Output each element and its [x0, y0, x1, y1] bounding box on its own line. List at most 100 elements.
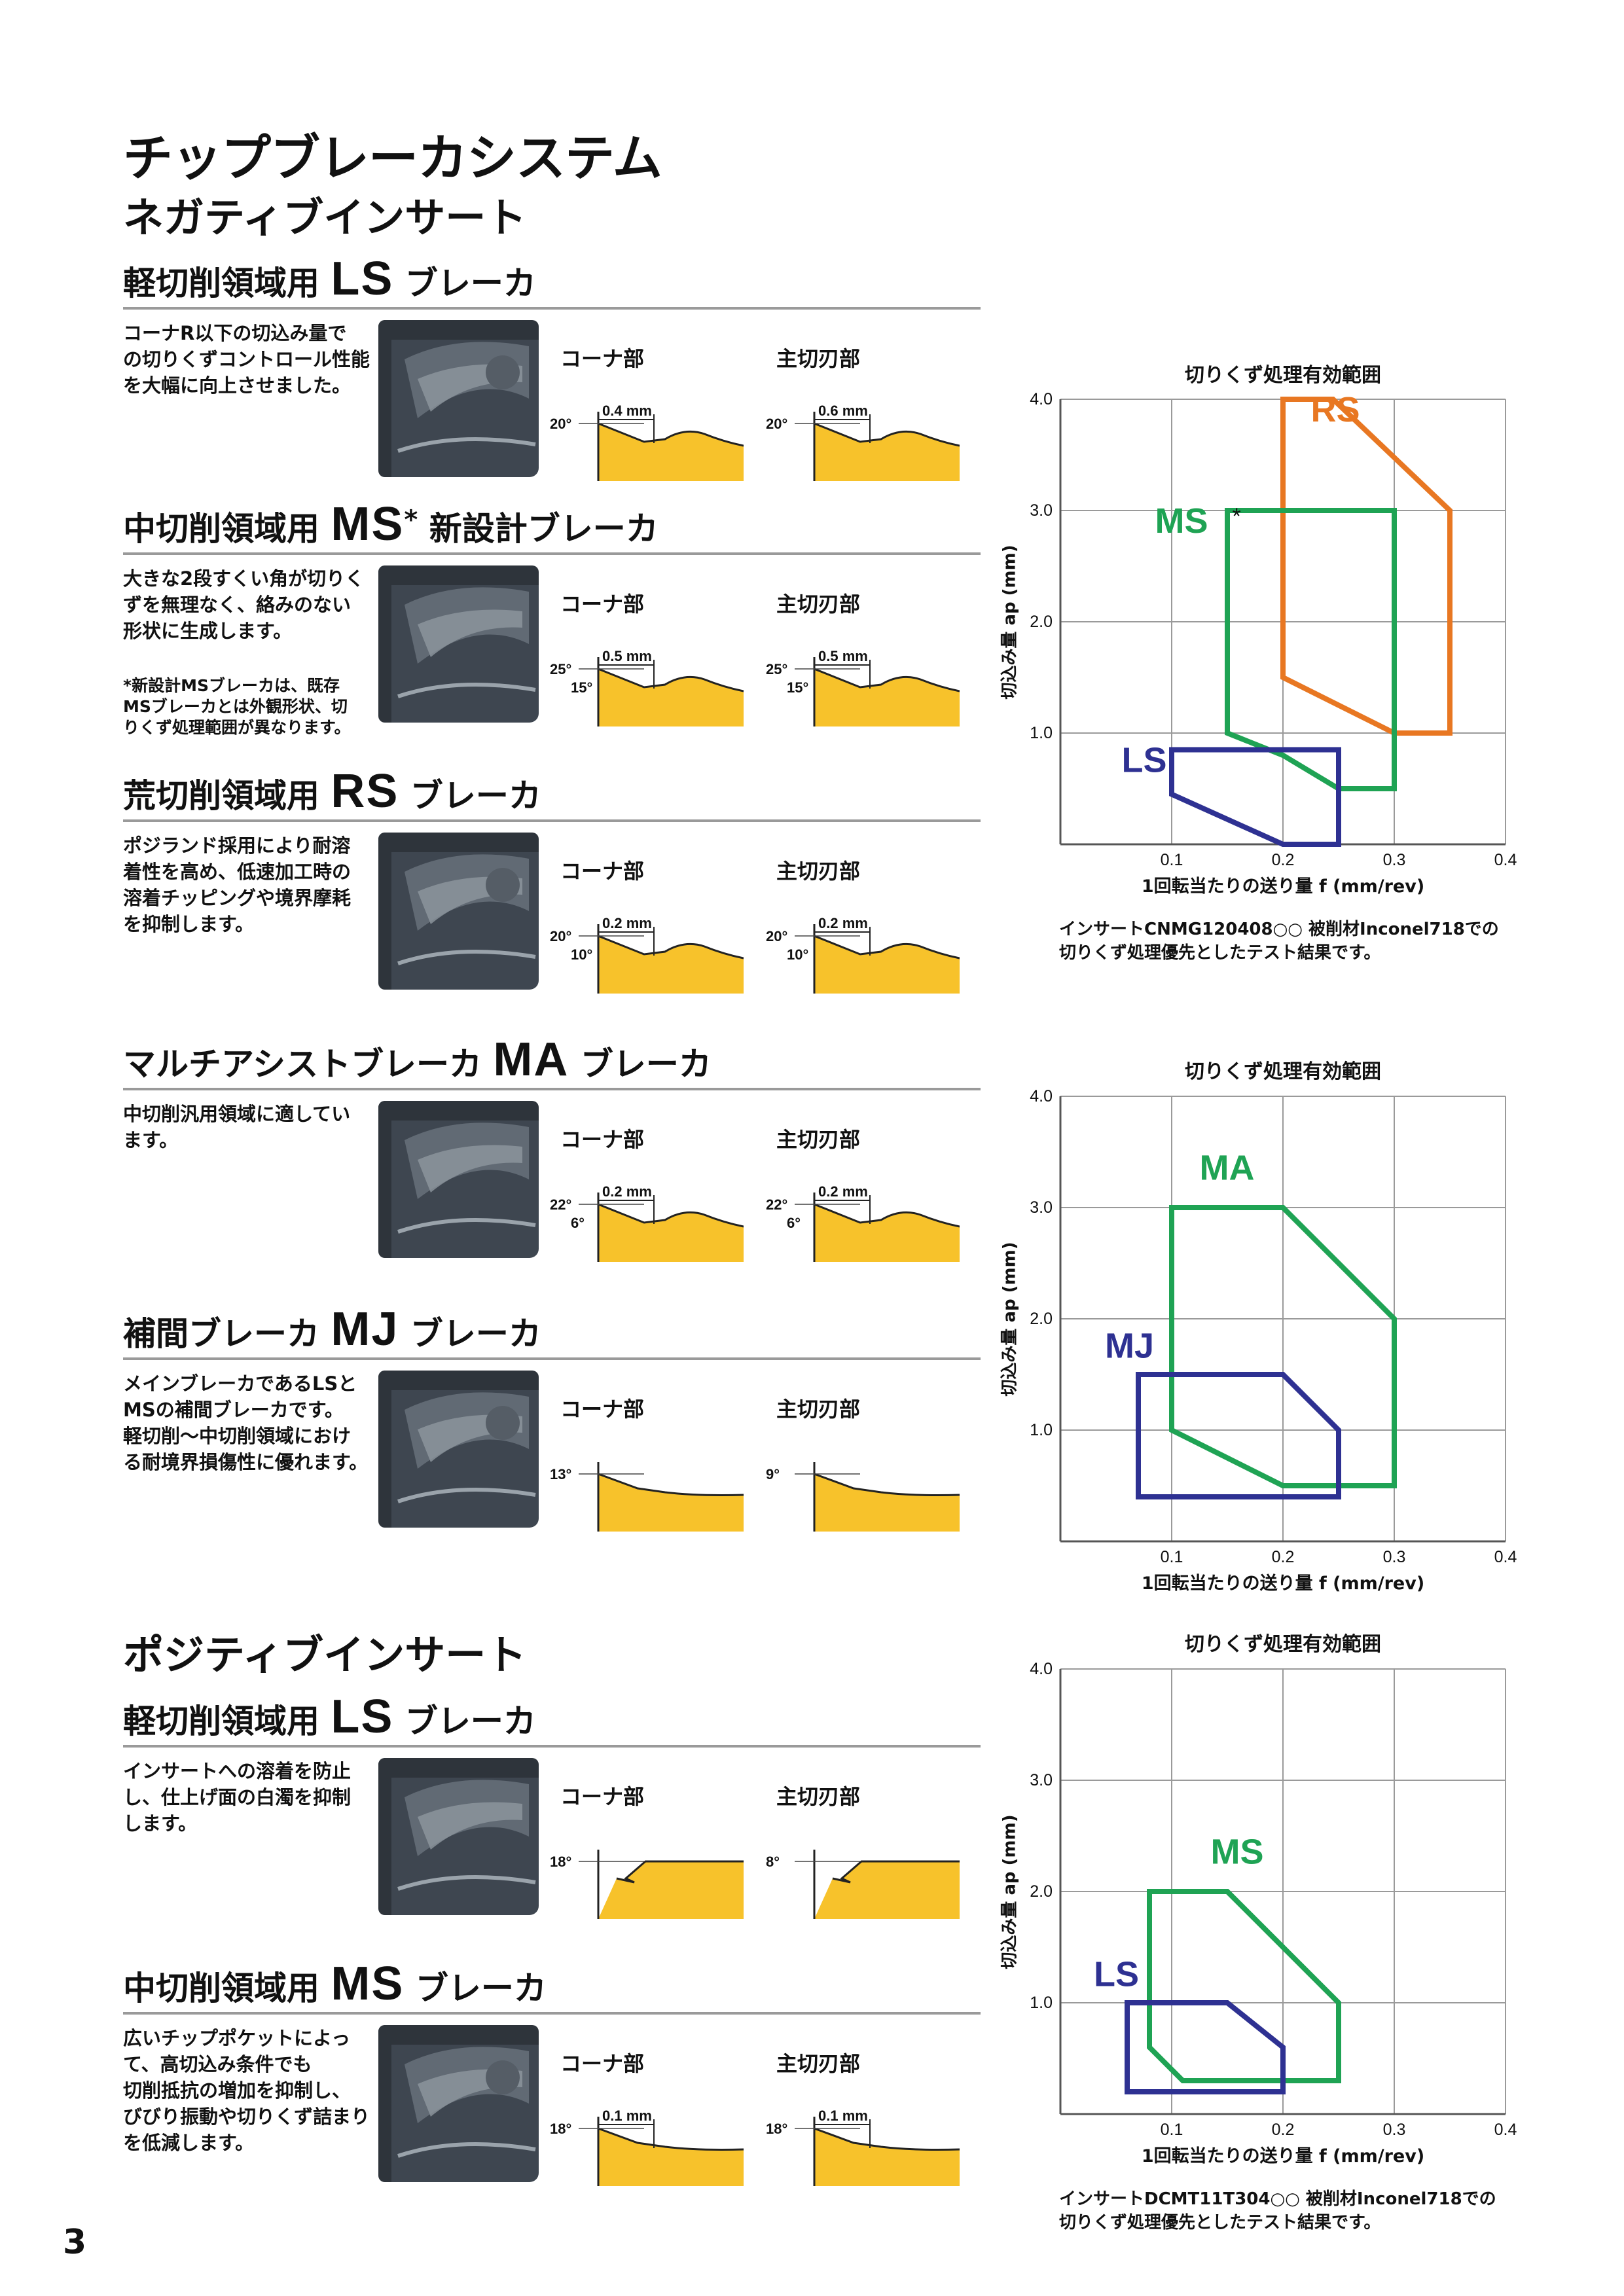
corner-profile-diagram: 13° [547, 1440, 744, 1532]
section-title: マルチアシストブレーカ MA ブレーカ [123, 1033, 712, 1086]
section-pos-ls: 軽切削領域用 LS ブレーカインサートへの溶着を防止し、仕上げ面の白濁を抑制しま… [123, 1690, 981, 1939]
profile-label: コーナ部 [560, 1784, 645, 1809]
section-title: 荒切削領域用 RS ブレーカ [123, 764, 541, 818]
section-title: 補間ブレーカ MJ ブレーカ [123, 1302, 541, 1356]
series-ls-region [1169, 747, 1341, 847]
chart-title: 切りくず処理有効範囲 [1185, 364, 1381, 387]
x-tick-label: 0.3 [1382, 1548, 1406, 1566]
x-tick-label: 0.4 [1494, 851, 1517, 869]
x-axis-label: 1回転当たりの送り量 f (mm/rev) [1141, 1573, 1425, 1594]
series-ms-region [1225, 508, 1397, 791]
land-angle-label: 10° [787, 946, 808, 963]
corner-profile-diagram: 18° [547, 1827, 744, 1919]
insert-photo [378, 1758, 539, 1915]
description-line: 広いチップポケットによっ [123, 2027, 351, 2049]
page-subtitle: ネガティブインサート [123, 194, 527, 242]
section-description: 中切削汎用領域に適しています。 [123, 1101, 372, 1153]
y-tick-label: 2.0 [1030, 1310, 1053, 1328]
chart-title: 切りくず処理有効範囲 [1185, 1633, 1381, 1656]
y-tick-label: 1.0 [1030, 1994, 1053, 2012]
y-tick-label: 1.0 [1030, 724, 1053, 742]
profile-width-label: 0.5 mm [818, 648, 868, 664]
rake-angle-label: 22° [766, 1196, 787, 1213]
y-tick-label: 2.0 [1030, 613, 1053, 631]
description-line: メインブレーカであるLSと [123, 1372, 357, 1395]
section-neg-rs: 荒切削領域用 RS ブレーカポジランド採用により耐溶着性を高め、低速加工時の溶着… [123, 764, 981, 1013]
x-axis-label: 1回転当たりの送り量 f (mm/rev) [1141, 2146, 1425, 2166]
x-tick-label: 0.2 [1271, 851, 1295, 869]
y-tick-label: 3.0 [1030, 501, 1053, 520]
rake-angle-label: 20° [550, 928, 571, 944]
note-line: *新設計MSブレーカは、既存 [123, 676, 340, 695]
y-tick-label: 3.0 [1030, 1198, 1053, 1217]
section-title-prefix: マルチアシストブレーカ [123, 1045, 494, 1083]
x-axis-label: 1回転当たりの送り量 f (mm/rev) [1141, 876, 1425, 897]
profile-width-label: 0.1 mm [818, 2108, 868, 2124]
y-axis-label: 切込み量 ap (mm) [1000, 1814, 1020, 1969]
description-line: て、高切込み条件でも [123, 2053, 312, 2075]
note-line: MSブレーカとは外観形状、切 [123, 697, 348, 716]
description-line: し、仕上げ面の白濁を抑制 [123, 1786, 352, 1808]
profile-width-label: 0.2 mm [602, 1183, 652, 1200]
rake-angle-label: 20° [550, 416, 571, 432]
chart-footnote: インサートDCMT11T304○○ 被削材Inconel718での切りくず処理優… [1059, 2187, 1596, 2234]
land-angle-label: 15° [571, 679, 592, 696]
breaker-code: MS [331, 498, 405, 550]
y-tick-label: 2.0 [1030, 1882, 1053, 1901]
profile-label: コーナ部 [560, 1127, 645, 1152]
section-title-suffix: 新設計ブレーカ [418, 510, 659, 548]
profile-label: 主切刃部 [776, 346, 861, 371]
positive-insert-title: ポジティブインサート [123, 1631, 527, 1679]
land-angle-label: 10° [571, 946, 592, 963]
description-line: る耐境界損傷性に優れます。 [123, 1451, 369, 1473]
section-title: 軽切削領域用 LS ブレーカ [123, 252, 536, 306]
series-mj-region [1136, 1372, 1341, 1499]
note-line: りくず処理範囲が異なります。 [123, 718, 351, 737]
insert-photo [378, 2025, 539, 2182]
profile-label: 主切刃部 [776, 592, 861, 617]
section-neg-ls: 軽切削領域用 LS ブレーカコーナR以下の切込み量での切りくずコントロール性能を… [123, 252, 981, 501]
section-neg-ms: 中切削領域用 MS* 新設計ブレーカ大きな2段すくい角が切りくずを無理なく、絡み… [123, 497, 981, 746]
section-title-suffix: ブレーカ [399, 777, 541, 815]
rake-angle-label: 22° [550, 1196, 571, 1213]
x-tick-label: 0.3 [1382, 851, 1406, 869]
section-title: 中切削領域用 MS ブレーカ [123, 1957, 547, 2011]
description-line: を低減します。 [123, 2132, 255, 2154]
x-tick-label: 0.4 [1494, 1548, 1517, 1566]
breaker-code: MJ [331, 1303, 399, 1355]
section-rule [123, 2012, 981, 2015]
section-rule [123, 552, 981, 555]
series-rs-region [1280, 397, 1453, 736]
description-line: 切削抵抗の増加を抑制し、 [123, 2079, 352, 2102]
page-number: 3 [63, 2223, 87, 2262]
profile-label: 主切刃部 [776, 1127, 861, 1152]
x-tick-label: 0.1 [1160, 2121, 1183, 2139]
section-title-suffix: ブレーカ [399, 1315, 541, 1353]
profile-label: 主切刃部 [776, 1784, 861, 1809]
series-label-ms: MS [1155, 501, 1208, 541]
rake-angle-label: 18° [550, 1854, 571, 1870]
description-line: の切りくずコントロール性能 [123, 348, 370, 370]
x-tick-label: 0.4 [1494, 2121, 1517, 2139]
y-tick-label: 4.0 [1030, 390, 1053, 408]
x-tick-label: 0.2 [1271, 2121, 1295, 2139]
breaker-code: LS [331, 253, 394, 305]
series-label-ms: MS [1211, 1833, 1264, 1872]
section-description: ポジランド採用により耐溶着性を高め、低速加工時の溶着チッピングや境界摩耗を抑制し… [123, 833, 372, 937]
x-tick-label: 0.3 [1382, 2121, 1406, 2139]
section-title-suffix: ブレーカ [404, 1969, 547, 2007]
main-edge-profile-diagram: 9° [763, 1440, 960, 1532]
series-star: * [1233, 504, 1241, 529]
section-description: コーナR以下の切込み量での切りくずコントロール性能を大幅に向上させました。 [123, 320, 372, 399]
breaker-code: MA [493, 1033, 569, 1086]
description-line: 軽切削～中切削領域におけ [123, 1425, 352, 1447]
x-tick-label: 0.1 [1160, 1548, 1183, 1566]
description-line: コーナR以下の切込み量で [123, 322, 347, 344]
